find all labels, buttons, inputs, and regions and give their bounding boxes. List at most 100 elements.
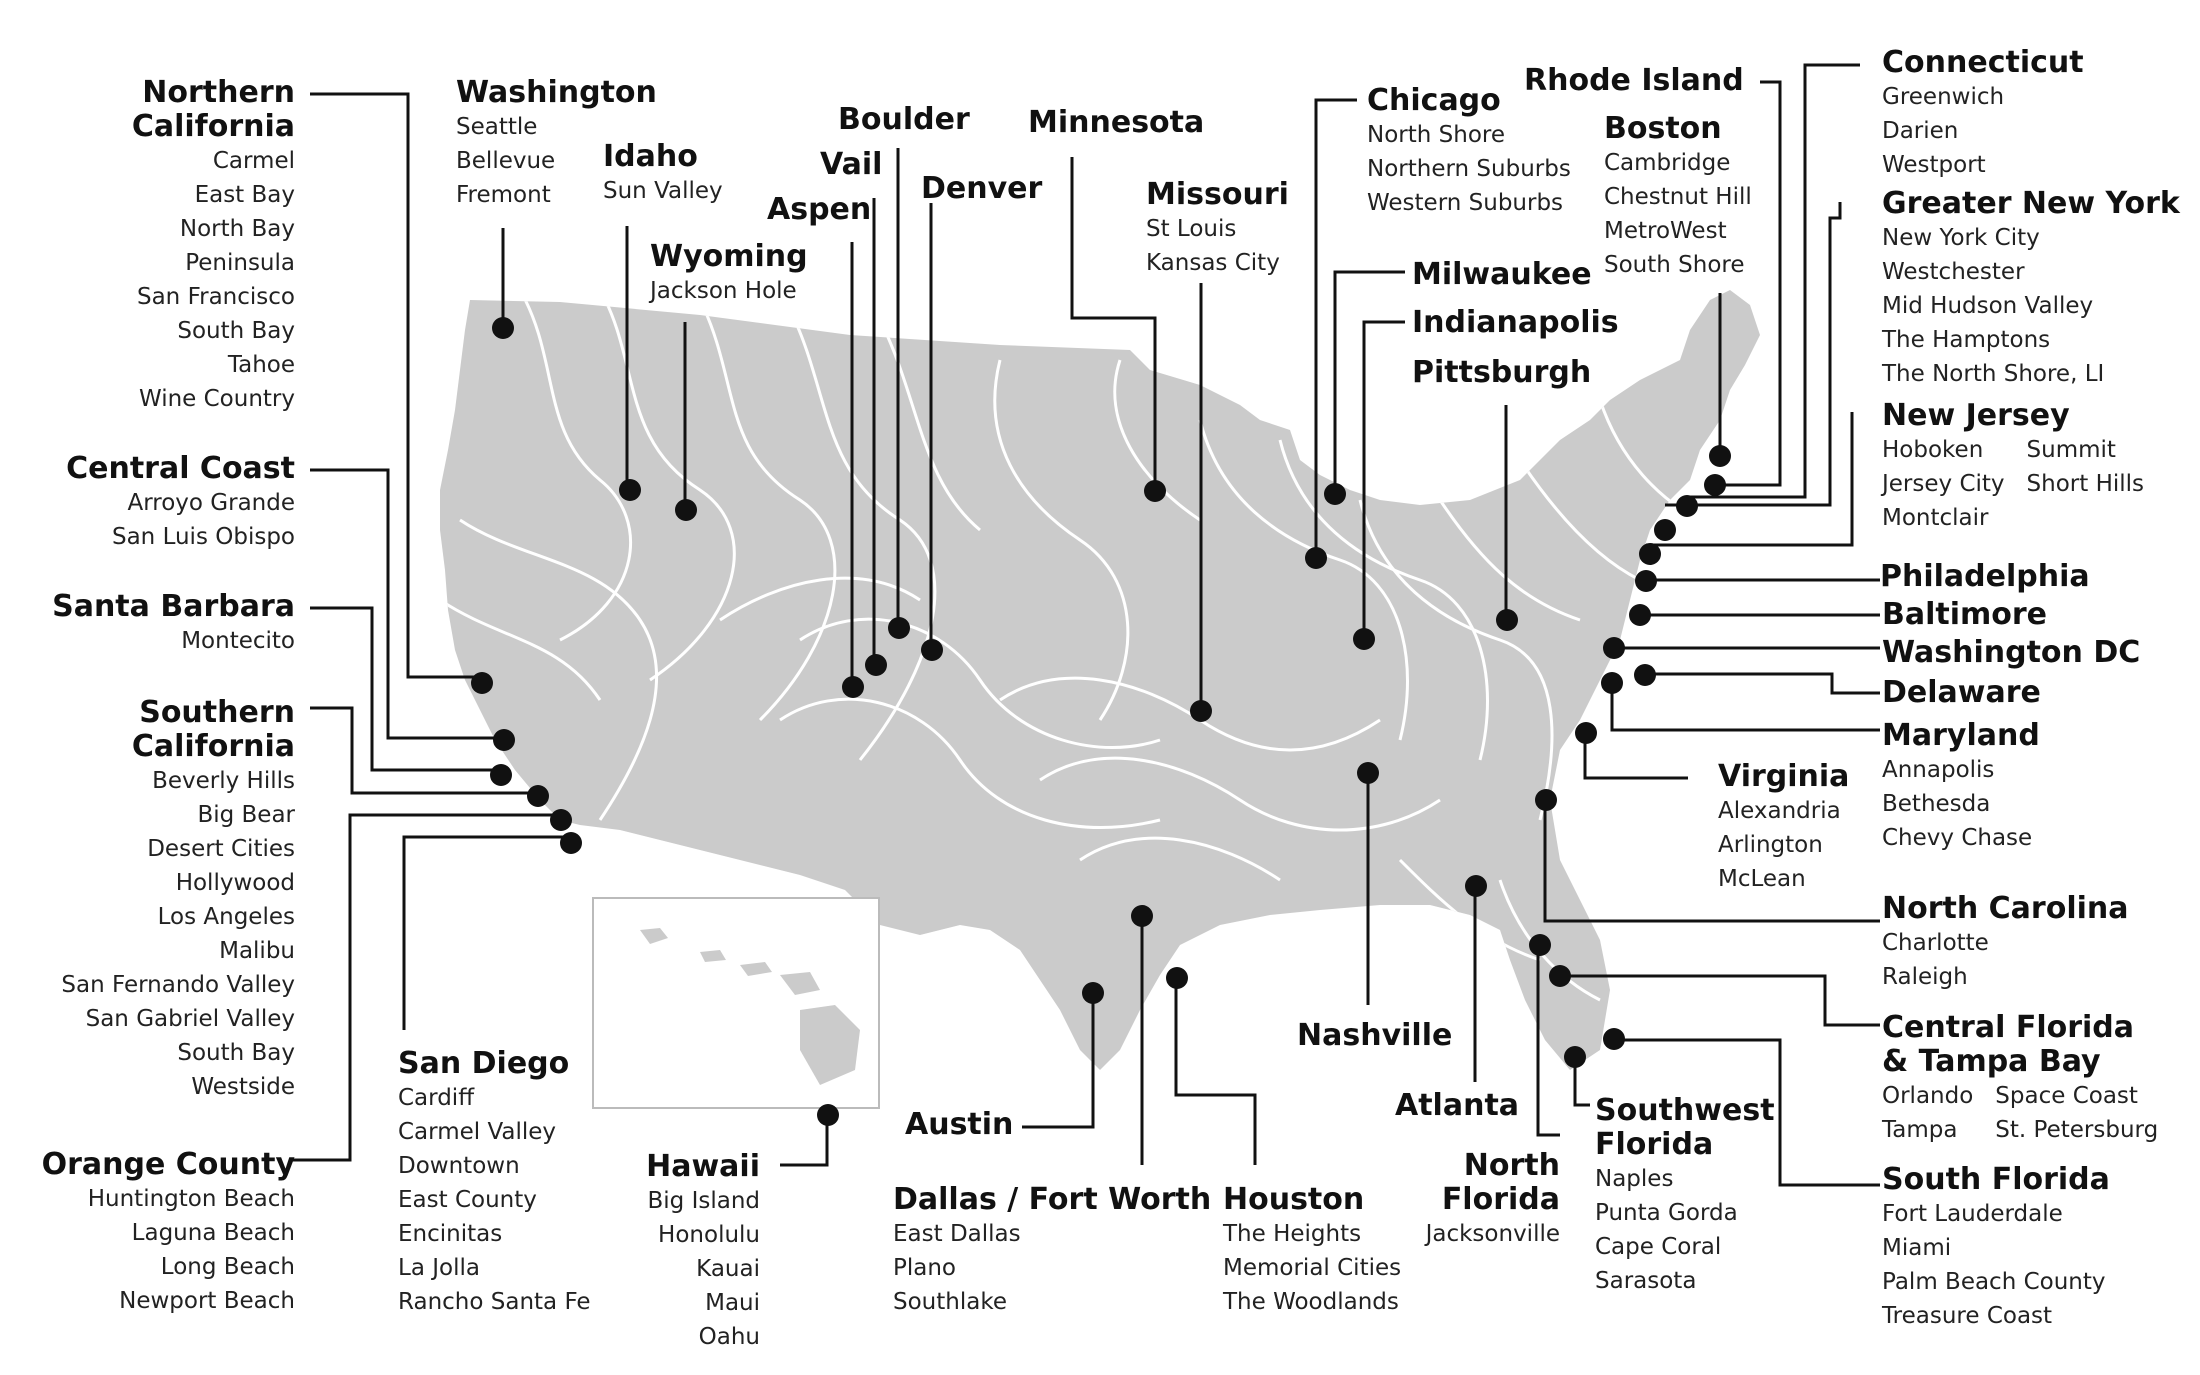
sub-area-link[interactable]: Big Bear [197, 802, 295, 828]
dot-minnesota[interactable] [1144, 480, 1166, 502]
sub-area-link[interactable]: Treasure Coast [1882, 1303, 2053, 1329]
sub-area-link[interactable]: Seattle [456, 114, 538, 140]
sub-area-link[interactable]: Hoboken [1882, 437, 1984, 463]
dot-southern-california[interactable] [527, 785, 549, 807]
sub-area-link[interactable]: Arlington [1718, 832, 1823, 858]
dot-dallas[interactable] [1131, 905, 1153, 927]
sub-area-link[interactable]: Palm Beach County [1882, 1269, 2106, 1295]
sub-area-link[interactable]: Westport [1882, 152, 1986, 178]
sub-area-link[interactable]: McLean [1718, 866, 1806, 892]
sub-area-link[interactable]: Carmel Valley [398, 1119, 557, 1145]
dot-wyoming[interactable] [675, 499, 697, 521]
sub-area-link[interactable]: The Heights [1223, 1221, 1362, 1247]
sub-area-link[interactable]: Arroyo Grande [127, 490, 295, 516]
sub-area-link[interactable]: South Bay [177, 1040, 295, 1066]
dot-central-coast[interactable] [493, 729, 515, 751]
sub-area-link[interactable]: La Jolla [398, 1255, 480, 1281]
sub-area-link[interactable]: Los Angeles [157, 904, 295, 930]
sub-area-link[interactable]: Cambridge [1604, 150, 1731, 176]
sub-area-link[interactable]: South Shore [1604, 252, 1745, 278]
region-austin[interactable]: Austin [905, 1108, 1013, 1142]
sub-area-link[interactable]: Alexandria [1718, 798, 1841, 824]
sub-area-link[interactable]: Cape Coral [1595, 1234, 1722, 1260]
region-denver[interactable]: Denver [921, 172, 1042, 206]
dot-baltimore[interactable] [1629, 604, 1651, 626]
sub-area-link[interactable]: Carmel [212, 148, 295, 174]
region-milwaukee[interactable]: Milwaukee [1412, 258, 1592, 292]
dot-santa-barbara[interactable] [490, 764, 512, 786]
sub-area-link[interactable]: Cardiff [398, 1085, 475, 1111]
sub-area-link[interactable]: Encinitas [398, 1221, 503, 1247]
sub-area-link[interactable]: Fremont [456, 182, 551, 208]
sub-area-link[interactable]: Greenwich [1882, 84, 2005, 110]
sub-area-link[interactable]: MetroWest [1604, 218, 1727, 244]
sub-area-link[interactable]: Punta Gorda [1595, 1200, 1738, 1226]
sub-area-link[interactable]: Jersey City [1882, 471, 2005, 497]
dot-north-carolina[interactable] [1535, 789, 1557, 811]
dot-chicago[interactable] [1305, 547, 1327, 569]
sub-area-link[interactable]: Laguna Beach [131, 1220, 295, 1246]
sub-area-link[interactable]: St Louis [1146, 216, 1237, 242]
region-atlanta[interactable]: Atlanta [1395, 1089, 1519, 1123]
region-vail[interactable]: Vail [820, 148, 882, 182]
region-nashville[interactable]: Nashville [1297, 1019, 1452, 1053]
dot-delaware[interactable] [1634, 664, 1656, 686]
sub-area-link[interactable]: Raleigh [1882, 964, 1968, 990]
sub-area-link[interactable]: Bethesda [1882, 791, 1991, 817]
sub-area-link[interactable]: North Bay [179, 216, 295, 242]
dot-indianapolis[interactable] [1353, 628, 1375, 650]
sub-area-link[interactable]: Long Beach [160, 1254, 295, 1280]
region-minnesota[interactable]: Minnesota [1028, 106, 1204, 140]
sub-area-link[interactable]: East County [398, 1187, 537, 1213]
sub-area-link[interactable]: Tampa [1882, 1117, 1958, 1143]
sub-area-link[interactable]: Huntington Beach [87, 1186, 295, 1212]
sub-area-link[interactable]: Westchester [1882, 259, 2025, 285]
dot-connecticut[interactable] [1676, 495, 1698, 517]
sub-area-link[interactable]: Space Coast [1995, 1083, 2138, 1109]
sub-area-link[interactable]: Plano [893, 1255, 957, 1281]
dot-boulder[interactable] [888, 617, 910, 639]
sub-area-link[interactable]: Annapolis [1882, 757, 1995, 783]
sub-area-link[interactable]: Peninsula [185, 250, 295, 276]
sub-area-link[interactable]: San Gabriel Valley [85, 1006, 295, 1032]
sub-area-link[interactable]: Westside [191, 1074, 295, 1100]
sub-area-link[interactable]: Maui [705, 1290, 760, 1316]
dot-north-florida[interactable] [1529, 934, 1551, 956]
region-rhode-island[interactable]: Rhode Island [1524, 64, 1744, 98]
sub-area-link[interactable]: Montecito [181, 628, 295, 654]
dot-aspen[interactable] [842, 676, 864, 698]
sub-area-link[interactable]: Charlotte [1882, 930, 1989, 956]
sub-area-link[interactable]: Desert Cities [147, 836, 295, 862]
sub-area-link[interactable]: Wine Country [138, 386, 295, 412]
sub-area-link[interactable]: Newport Beach [119, 1288, 295, 1314]
sub-area-link[interactable]: Darien [1882, 118, 1959, 144]
sub-area-link[interactable]: Oahu [698, 1324, 760, 1350]
dot-idaho[interactable] [619, 479, 641, 501]
dot-new-jersey[interactable] [1639, 543, 1661, 565]
sub-area-link[interactable]: Beverly Hills [152, 768, 295, 794]
sub-area-link[interactable]: Sun Valley [603, 178, 723, 204]
sub-area-link[interactable]: Montclair [1882, 505, 1989, 531]
dot-washington-dc[interactable] [1603, 637, 1625, 659]
sub-area-link[interactable]: Orlando [1882, 1083, 1974, 1109]
sub-area-link[interactable]: Miami [1882, 1235, 1952, 1261]
sub-area-link[interactable]: East Bay [194, 182, 295, 208]
sub-area-link[interactable]: Memorial Cities [1223, 1255, 1402, 1281]
